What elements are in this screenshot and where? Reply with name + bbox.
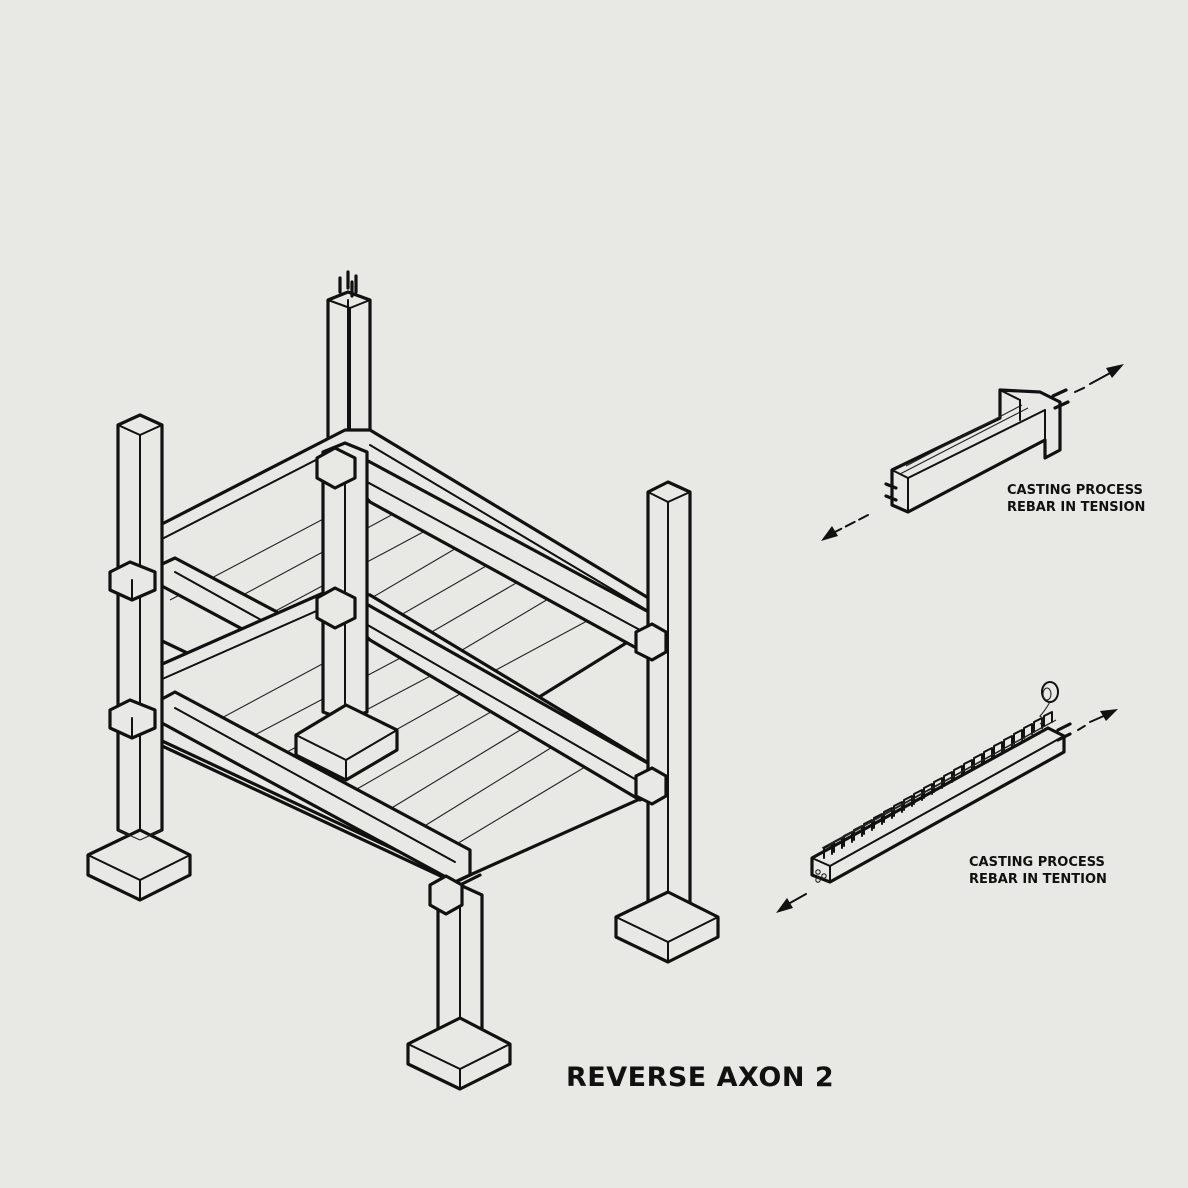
callout-label-tension: CASTING PROCESS REBAR IN TENSION [1007,482,1145,516]
lower-slab [158,588,662,887]
callout-tension-line1: CASTING PROCESS [1007,483,1143,498]
callout-tention-line2: REBAR IN TENTION [969,872,1107,887]
footing-left [86,828,192,902]
rebar-stubs [338,270,358,298]
diagram-title: REVERSE AXON 2 [566,1062,835,1093]
arrow-tention-out [1077,709,1118,731]
callout-tension-line2: REBAR IN TENSION [1007,500,1146,515]
column-back-right [634,480,692,932]
arrow-tension-in [821,514,869,541]
column-center [294,441,399,782]
footing-right [614,890,720,964]
callout-label-tention: CASTING PROCESS REBAR IN TENTION [969,854,1107,888]
arrow-tension-out [1074,364,1124,393]
formwork-rebar-tention [810,681,1072,884]
column-front-left [108,413,164,842]
formwork-rebar-tension [884,388,1070,514]
footing-front [406,1016,512,1091]
callout-tention-line1: CASTING PROCESS [969,855,1105,870]
arrow-tention-in [776,893,807,913]
